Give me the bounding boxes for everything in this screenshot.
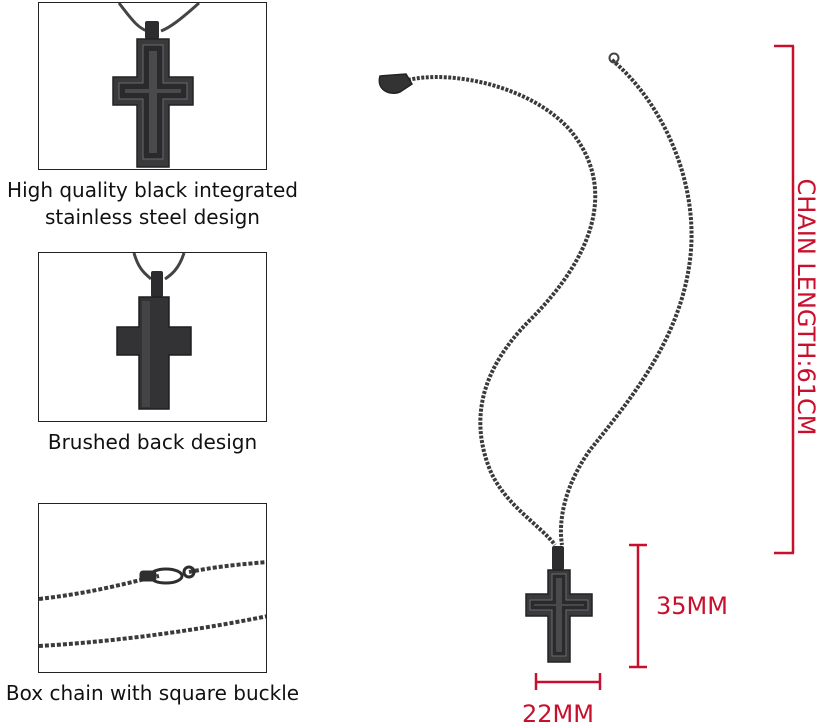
necklace-photo (378, 44, 795, 690)
pendant-height-label: 35MM (656, 592, 728, 620)
front-design-caption-line2: stainless steel design (45, 205, 260, 229)
front-design-caption-line1: High quality black integrated (7, 178, 298, 202)
chain-length-bracket (774, 44, 795, 555)
back-design-caption: Brushed back design (47, 430, 258, 454)
chain-buckle-caption: Box chain with square buckle (5, 681, 300, 705)
pendant-width-label: 22MM (522, 700, 594, 728)
back-design-photo (38, 252, 267, 422)
pendant-width-bracket (534, 673, 602, 690)
chain-buckle-photo (38, 503, 267, 673)
pendant-height-bracket (629, 543, 647, 669)
front-design-photo (38, 2, 267, 170)
chain-length-label: CHAIN LENGTH:61CM (792, 178, 820, 436)
cross-pendant (525, 569, 593, 663)
clasp (378, 52, 620, 94)
